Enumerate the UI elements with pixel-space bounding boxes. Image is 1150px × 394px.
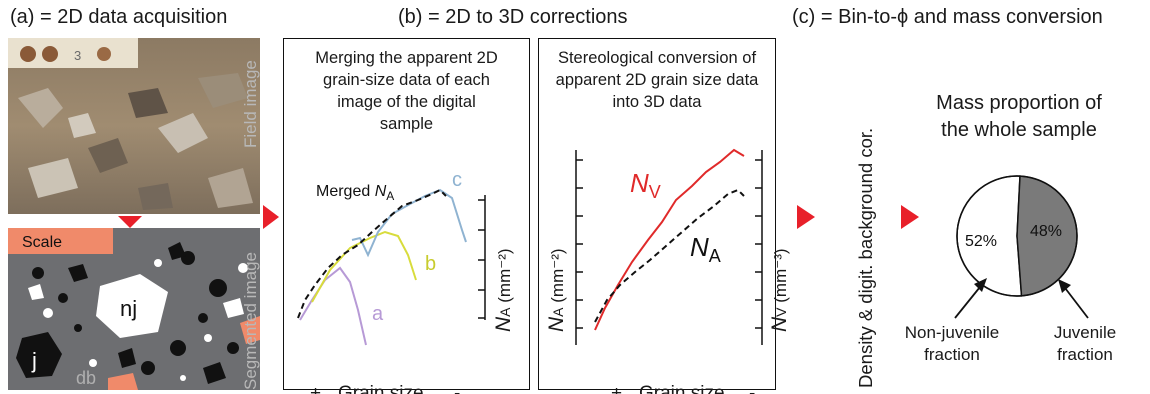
juvenile-label: Juvenile fraction (1030, 322, 1140, 366)
pie-title: Mass proportion of the whole sample (914, 90, 1124, 144)
stereological-title-line-2: apparent 2D grain size data (555, 71, 759, 89)
merged-label: Merged NA (316, 183, 394, 203)
na-label: NA (690, 232, 721, 266)
header-panel-b: (b) = 2D to 3D corrections (398, 6, 628, 28)
merging-title-line-3: image of the digital (337, 93, 476, 111)
juvenile-clast (16, 332, 62, 378)
merging-y-axis (478, 195, 486, 320)
segmented-image: Scale nj j db (8, 228, 260, 390)
pie-label-48: 48% (1030, 223, 1062, 240)
stereological-x-minus: - (749, 383, 756, 394)
merging-title: Merging the apparent 2D grain-size data … (284, 47, 529, 135)
stereological-title-line-3: into 3D data (612, 93, 702, 111)
nv-label: NV (630, 168, 661, 202)
stereological-x-plus: + (611, 383, 623, 394)
non-juvenile-label: Non-juvenile fraction (897, 322, 1007, 366)
header-panel-c: (c) = Bin-to-ϕ and mass conversion (792, 6, 1103, 28)
juvenile-pointer (1058, 279, 1089, 319)
merged-curve (297, 188, 447, 319)
pie-outline (956, 175, 1078, 297)
non-juvenile-line-1: Non-juvenile (904, 323, 1000, 342)
stereological-left-axis (575, 150, 583, 345)
merging-title-line-1: Merging the apparent 2D (315, 49, 498, 67)
nv-curve (594, 148, 745, 331)
juvenile-line-1: Juvenile (1053, 323, 1117, 342)
merging-title-line-4: sample (379, 115, 434, 133)
curve-label-c: c (452, 169, 462, 191)
non-juvenile-line-2: fraction (924, 345, 980, 364)
na-curve (594, 188, 745, 323)
mass-pie-chart (956, 175, 1078, 297)
pie-label-52: 52% (965, 233, 997, 250)
db-label: db (76, 368, 96, 388)
stereological-title-line-1: Stereological conversion of (557, 49, 757, 67)
scale-bar (8, 228, 113, 254)
non-juvenile-clast (96, 274, 168, 338)
pie-title-line-1: Mass proportion of (936, 92, 1102, 114)
merging-x-plus: + (310, 383, 322, 394)
pie-title-line-2: the whole sample (941, 119, 1097, 141)
curve-label-b: b (425, 253, 436, 275)
field-tag-number: 3 (74, 48, 81, 63)
juvenile-line-2: fraction (1057, 345, 1113, 364)
scale-label: Scale (22, 234, 62, 251)
merging-title-line-2: grain-size data of each (323, 71, 490, 89)
field-image: 3 (8, 38, 260, 214)
stereological-right-axis (755, 150, 763, 345)
j-label: j (31, 348, 37, 373)
stereological-x-title: Grain size (639, 383, 725, 394)
merging-x-title: Grain size (338, 383, 424, 394)
nj-label: nj (120, 296, 137, 321)
panel-merging: Merging the apparent 2D grain-size data … (283, 38, 530, 394)
panel-stereological: Stereological conversion of apparent 2D … (538, 38, 776, 394)
merging-x-minus: - (454, 383, 461, 394)
curve-label-a: a (372, 303, 384, 325)
header-panel-a: (a) = 2D data acquisition (10, 6, 228, 28)
stereological-title: Stereological conversion of apparent 2D … (539, 47, 775, 113)
non-juvenile-pointer (954, 278, 987, 319)
